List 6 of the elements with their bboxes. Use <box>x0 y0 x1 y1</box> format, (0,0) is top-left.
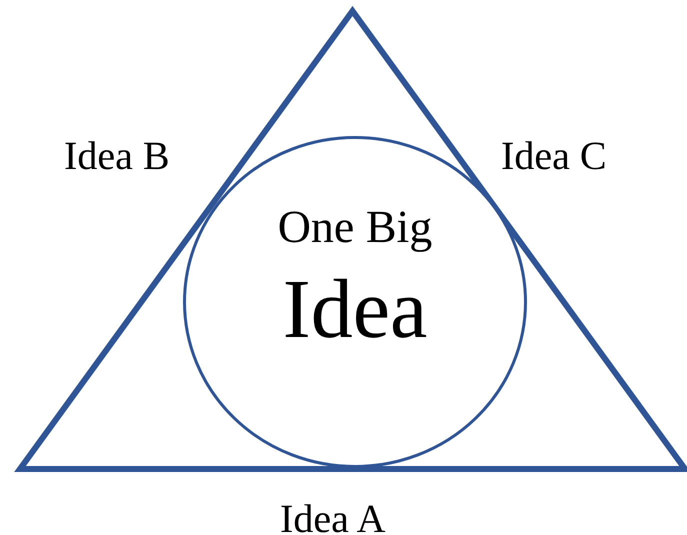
circle-heading: One Big <box>276 204 434 250</box>
side-label: Idea C <box>501 136 607 176</box>
circle-text: Idea <box>282 268 428 352</box>
side-label: Idea A <box>280 499 386 535</box>
triangle-outline <box>17 8 687 472</box>
side-label: Idea B <box>64 136 170 176</box>
